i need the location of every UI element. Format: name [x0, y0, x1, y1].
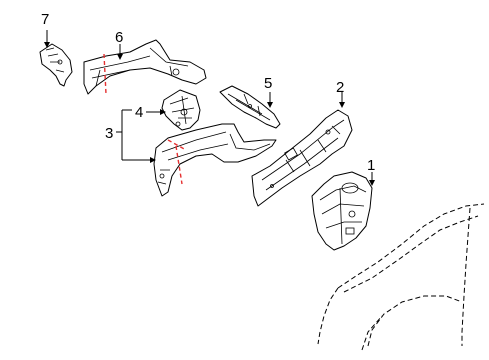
part-4-bracket	[161, 89, 201, 131]
leader-5	[267, 92, 273, 108]
callout-3: 3	[105, 125, 113, 142]
callout-2: 2	[336, 79, 344, 96]
leader-3	[116, 109, 156, 163]
part-5-bracket	[219, 85, 281, 129]
leader-6	[117, 44, 123, 60]
part-2-side-member	[251, 109, 353, 207]
leader-1	[369, 172, 375, 186]
leader-4	[146, 109, 166, 115]
part-1-apron	[311, 171, 373, 251]
leader-7	[44, 30, 50, 48]
fender-outline	[317, 203, 485, 351]
callout-6: 6	[115, 29, 123, 46]
callout-1: 1	[367, 157, 375, 174]
part-3-lower-rail	[153, 123, 277, 197]
callout-7: 7	[41, 11, 49, 28]
part-6-upper-rail	[83, 39, 207, 95]
callout-4: 4	[135, 104, 143, 121]
callout-5: 5	[264, 75, 272, 92]
part-7-bracket	[39, 43, 73, 87]
leader-2	[339, 92, 345, 108]
